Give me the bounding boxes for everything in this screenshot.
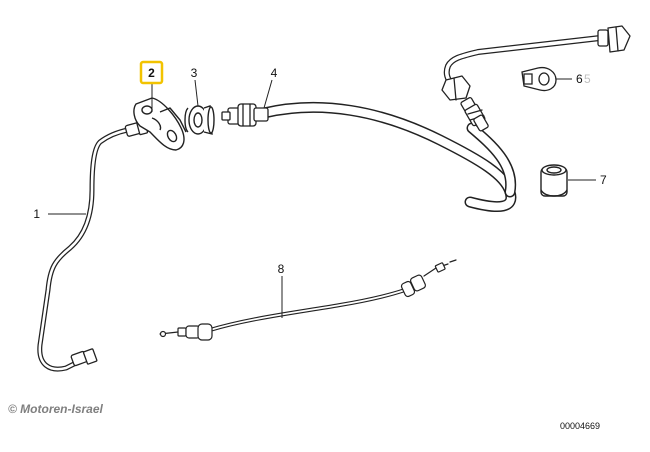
part-1-brake-line[interactable] — [37, 119, 149, 372]
callout-4[interactable]: 4 — [271, 66, 278, 80]
callout-2-highlight-box — [139, 60, 164, 85]
part-7-sleeve[interactable] — [540, 164, 568, 197]
callout-2[interactable]: 2 — [148, 66, 155, 80]
part-6-clip[interactable] — [521, 66, 557, 92]
leader-lines — [48, 78, 596, 318]
callout-3[interactable]: 3 — [191, 66, 198, 80]
part-5-brake-line[interactable] — [441, 25, 631, 101]
part-8-cable[interactable] — [159, 259, 457, 341]
part-4-brake-hose[interactable] — [221, 97, 517, 213]
callout-7[interactable]: 7 — [600, 173, 607, 187]
callout-1[interactable]: 1 — [33, 207, 40, 221]
part-2-bracket[interactable] — [133, 97, 187, 151]
callouts: 1 2 3 4 6 5 7 8 — [33, 60, 607, 276]
part-3-grommet[interactable] — [184, 105, 215, 135]
diagram-reference-number: 00004669 — [560, 421, 601, 431]
callout-8[interactable]: 8 — [278, 262, 285, 276]
callout-5[interactable]: 5 — [584, 72, 591, 86]
copyright-notice: © Motoren-Israel — [8, 402, 103, 416]
callout-6[interactable]: 6 — [576, 72, 583, 86]
